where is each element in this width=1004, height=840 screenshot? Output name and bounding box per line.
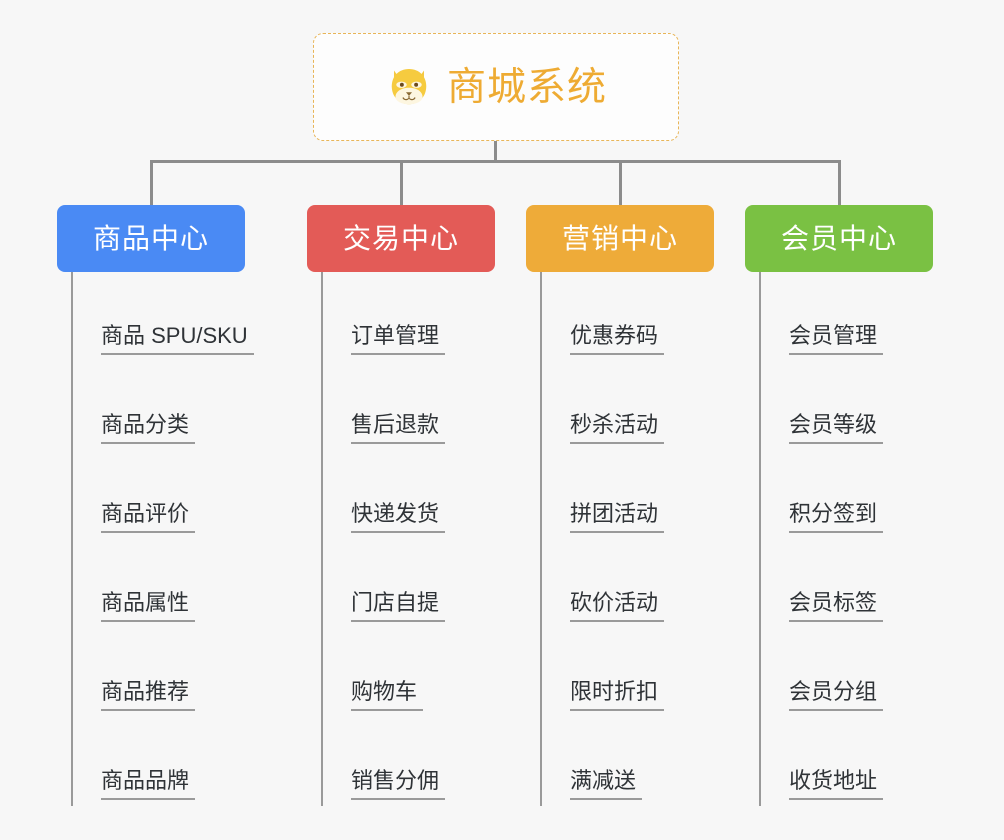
connector-drop-2 — [400, 160, 403, 205]
list-item[interactable]: 会员等级 — [761, 361, 933, 450]
connector-drop-3 — [619, 160, 622, 205]
list-item[interactable]: 会员管理 — [761, 272, 933, 361]
leaf-label: 优惠券码 — [570, 323, 665, 355]
list-item[interactable]: 购物车 — [323, 628, 495, 717]
leaf-label: 砍价活动 — [570, 590, 665, 622]
leaf-label: 收货地址 — [789, 768, 884, 800]
leaf-label: 门店自提 — [351, 590, 446, 622]
leaf-label: 快递发货 — [351, 501, 446, 533]
leaf-label: 会员标签 — [789, 590, 884, 622]
leaf-label: 会员管理 — [789, 323, 884, 355]
category-column-trade: 交易中心 订单管理 售后退款 快递发货 门店自提 购物车 销售分佣 — [307, 205, 495, 806]
connector-drop-4 — [838, 160, 841, 205]
leaf-label: 商品属性 — [101, 590, 196, 622]
leaf-label: 售后退款 — [351, 412, 446, 444]
dog-face-emoji — [391, 69, 427, 105]
list-item[interactable]: 商品品牌 — [73, 717, 245, 806]
connector-root-stem — [494, 141, 497, 163]
list-item[interactable]: 会员标签 — [761, 539, 933, 628]
list-item[interactable]: 商品评价 — [73, 450, 245, 539]
leaf-list-product: 商品 SPU/SKU 商品分类 商品评价 商品属性 商品推荐 商品品牌 — [71, 272, 254, 806]
list-item[interactable]: 门店自提 — [323, 539, 495, 628]
list-item[interactable]: 售后退款 — [323, 361, 495, 450]
root-node-title: 商城系统 — [446, 65, 607, 109]
leaf-label: 积分签到 — [789, 501, 884, 533]
list-item[interactable]: 满减送 — [542, 717, 714, 806]
leaf-label: 商品品牌 — [101, 768, 196, 800]
connector-drop-1 — [150, 160, 153, 205]
list-item[interactable]: 限时折扣 — [542, 628, 714, 717]
leaf-label: 满减送 — [570, 768, 643, 800]
list-item[interactable]: 快递发货 — [323, 450, 495, 539]
list-item[interactable]: 秒杀活动 — [542, 361, 714, 450]
connector-horizontal-bus — [150, 160, 838, 163]
leaf-label: 会员分组 — [789, 679, 884, 711]
leaf-list-member: 会员管理 会员等级 积分签到 会员标签 会员分组 收货地址 — [759, 272, 933, 806]
leaf-list-marketing: 优惠券码 秒杀活动 拼团活动 砍价活动 限时折扣 满减送 — [540, 272, 714, 806]
list-item[interactable]: 优惠券码 — [542, 272, 714, 361]
category-header-product[interactable]: 商品中心 — [57, 205, 245, 272]
category-column-marketing: 营销中心 优惠券码 秒杀活动 拼团活动 砍价活动 限时折扣 满减送 — [526, 205, 714, 806]
root-node-mall-system[interactable]: 商城系统 — [313, 33, 679, 141]
list-item[interactable]: 订单管理 — [323, 272, 495, 361]
list-item[interactable]: 销售分佣 — [323, 717, 495, 806]
leaf-list-trade: 订单管理 售后退款 快递发货 门店自提 购物车 销售分佣 — [321, 272, 495, 806]
leaf-label: 商品评价 — [101, 501, 196, 533]
leaf-label: 商品 SPU/SKU — [101, 323, 254, 355]
leaf-label: 商品推荐 — [101, 679, 196, 711]
leaf-label: 限时折扣 — [570, 679, 665, 711]
category-header-marketing[interactable]: 营销中心 — [526, 205, 714, 272]
list-item[interactable]: 会员分组 — [761, 628, 933, 717]
leaf-label: 销售分佣 — [351, 768, 446, 800]
list-item[interactable]: 商品推荐 — [73, 628, 245, 717]
leaf-label: 商品分类 — [101, 412, 196, 444]
leaf-label: 会员等级 — [789, 412, 884, 444]
list-item[interactable]: 拼团活动 — [542, 450, 714, 539]
list-item[interactable]: 商品分类 — [73, 361, 245, 450]
leaf-label: 订单管理 — [351, 323, 446, 355]
list-item[interactable]: 积分签到 — [761, 450, 933, 539]
leaf-label: 秒杀活动 — [570, 412, 665, 444]
list-item[interactable]: 收货地址 — [761, 717, 933, 806]
list-item[interactable]: 砍价活动 — [542, 539, 714, 628]
category-column-member: 会员中心 会员管理 会员等级 积分签到 会员标签 会员分组 收货地址 — [745, 205, 933, 806]
category-header-trade[interactable]: 交易中心 — [307, 205, 495, 272]
leaf-label: 拼团活动 — [570, 501, 665, 533]
leaf-label: 购物车 — [351, 679, 424, 711]
list-item[interactable]: 商品 SPU/SKU — [73, 272, 254, 361]
category-column-product: 商品中心 商品 SPU/SKU 商品分类 商品评价 商品属性 商品推荐 商品品牌 — [57, 205, 254, 806]
category-header-member[interactable]: 会员中心 — [745, 205, 933, 272]
list-item[interactable]: 商品属性 — [73, 539, 245, 628]
